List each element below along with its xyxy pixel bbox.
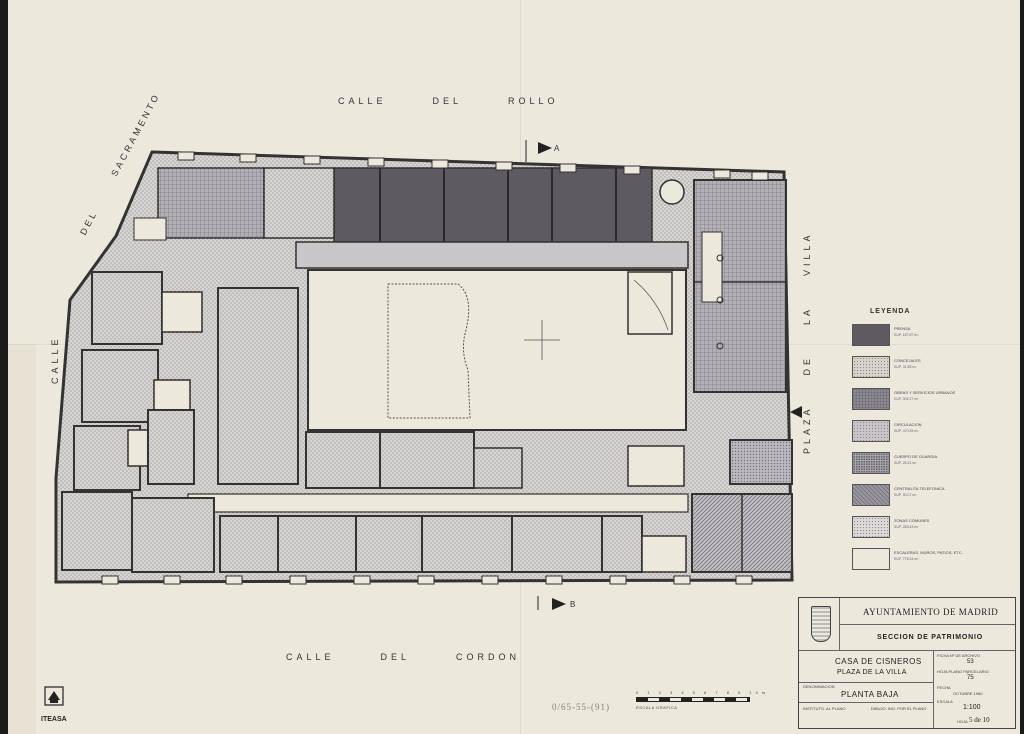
legend-label: CONCEJALES <box>894 358 921 363</box>
legend-item: CONCEJALES SUP. 31,85 m² <box>842 356 972 388</box>
legend-swatch <box>852 356 890 378</box>
legend-swatch <box>852 324 890 346</box>
hoja2-value: 5 de 10 <box>969 716 990 724</box>
legend-item: CENTRALITA TELEFONICA SUP. 90,07 m² <box>842 484 972 516</box>
legend-item: CUERPO DE GUARDIA SUP. 25,31 m² <box>842 452 972 484</box>
west-stair <box>161 291 203 333</box>
instituto-label: INSTITUTO. AL PLANO <box>803 706 846 711</box>
entrance-arrow <box>790 406 802 418</box>
denominacion-label: DENOMINACION <box>803 684 835 689</box>
legend-label: ESCALERAS, MUROS, PATIOS, ETC. <box>894 550 963 555</box>
coat-of-arms-icon <box>811 606 831 642</box>
zone-obras <box>157 167 265 239</box>
legend-title: LEYENDA <box>870 308 911 315</box>
spiral-stair <box>659 179 685 205</box>
legend-area: SUP. 470,55 m² <box>894 429 919 433</box>
zone-circulacion-west <box>217 287 299 485</box>
fecha-label: FECHA <box>937 685 951 690</box>
garden-bed <box>387 283 471 419</box>
legend-area: SUP. 25,31 m² <box>894 461 917 465</box>
zone-concejales <box>263 167 335 239</box>
hoja-label: HOJA PLANO PARCELARIO <box>937 669 989 674</box>
legend-label: OBRAS Y SERVICIOS URBANOS <box>894 390 956 395</box>
ficha-value: 53 <box>967 659 974 665</box>
legend-swatch <box>852 452 890 474</box>
section-label-b: B <box>570 600 576 609</box>
zone-circulacion-south <box>187 493 689 513</box>
section-label-a: A <box>554 144 560 153</box>
scale-bar: 0 1 2 3 4 5 6 7 8 9 10m ESCALA GRAFICA <box>636 690 769 710</box>
legend-label: PRENSA <box>894 326 911 331</box>
floor-plan <box>54 140 802 610</box>
scale-ticks: 0 1 2 3 4 5 6 7 8 9 10m <box>636 690 770 695</box>
plan-name: PLANTA BAJA <box>841 690 899 699</box>
legend-label: ZONAS COMUNES <box>894 518 930 523</box>
legend-area: SUP. 31,85 m² <box>894 365 917 369</box>
legend-area: SUP. 90,07 m² <box>894 493 917 497</box>
scale-label: ESCALA GRAFICA <box>636 705 678 710</box>
title-block: AYUNTAMIENTO DE MADRID SECCION DE PATRIM… <box>798 597 1016 729</box>
building-name: CASA DE CISNEROS <box>835 657 922 666</box>
legend-swatch <box>852 420 890 442</box>
legend-area: SUP. 157,87 m² <box>894 333 919 337</box>
legend-area: SUP. 776,94 m² <box>894 557 919 561</box>
hoja-value: 75 <box>967 675 974 681</box>
logo-text: ITEASA <box>41 716 67 723</box>
handwritten-note: 0/65-55-(91) <box>552 702 610 712</box>
fecha-value: OCTUBRE 1980 <box>953 691 983 696</box>
org-name: AYUNTAMIENTO DE MADRID <box>863 607 999 617</box>
zone-cuerpo-guardia <box>729 439 793 485</box>
west-room <box>91 271 163 345</box>
legend: LEYENDA PRENSA SUP. 157,87 m² CONCEJALES SU… <box>842 308 972 580</box>
legend-area: SUP. 305,27 m² <box>894 397 919 401</box>
legend-swatch <box>852 516 890 538</box>
legend-item: PRENSA SUP. 157,87 m² <box>842 324 972 356</box>
zone-prensa <box>333 167 653 243</box>
legend-swatch <box>852 484 890 506</box>
south-stair <box>627 445 685 487</box>
legend-swatch <box>852 388 890 410</box>
legend-item: ZONAS COMUNES SUP. 283,43 m² <box>842 516 972 548</box>
building-location: PLAZA DE LA VILLA <box>837 669 907 676</box>
iteasa-logo-icon <box>44 686 64 706</box>
courtyard <box>307 269 687 431</box>
hoja2-label: HOJA <box>957 719 968 724</box>
legend-swatch <box>852 548 890 570</box>
legend-area: SUP. 283,43 m² <box>894 525 919 529</box>
ficha-label: FICHA Nº DE ARCHIVO <box>937 653 981 658</box>
escala-label: ESCALA <box>937 699 953 704</box>
legend-item: CIRCULACION SUP. 470,55 m² <box>842 420 972 452</box>
legend-label: CIRCULACION <box>894 422 922 427</box>
escala-value: 1:100 <box>963 704 981 711</box>
zone-circulacion <box>295 241 689 269</box>
legend-label: CUERPO DE GUARDIA <box>894 454 938 459</box>
dibujo-label: DIBUJO: ING. POR EL PLANO <box>871 706 927 711</box>
legend-item: OBRAS Y SERVICIOS URBANOS SUP. 305,27 m² <box>842 388 972 420</box>
legend-label: CENTRALITA TELEFONICA <box>894 486 945 491</box>
legend-item: ESCALERAS, MUROS, PATIOS, ETC. SUP. 776,9… <box>842 548 972 580</box>
section-name: SECCION DE PATRIMONIO <box>877 634 983 641</box>
